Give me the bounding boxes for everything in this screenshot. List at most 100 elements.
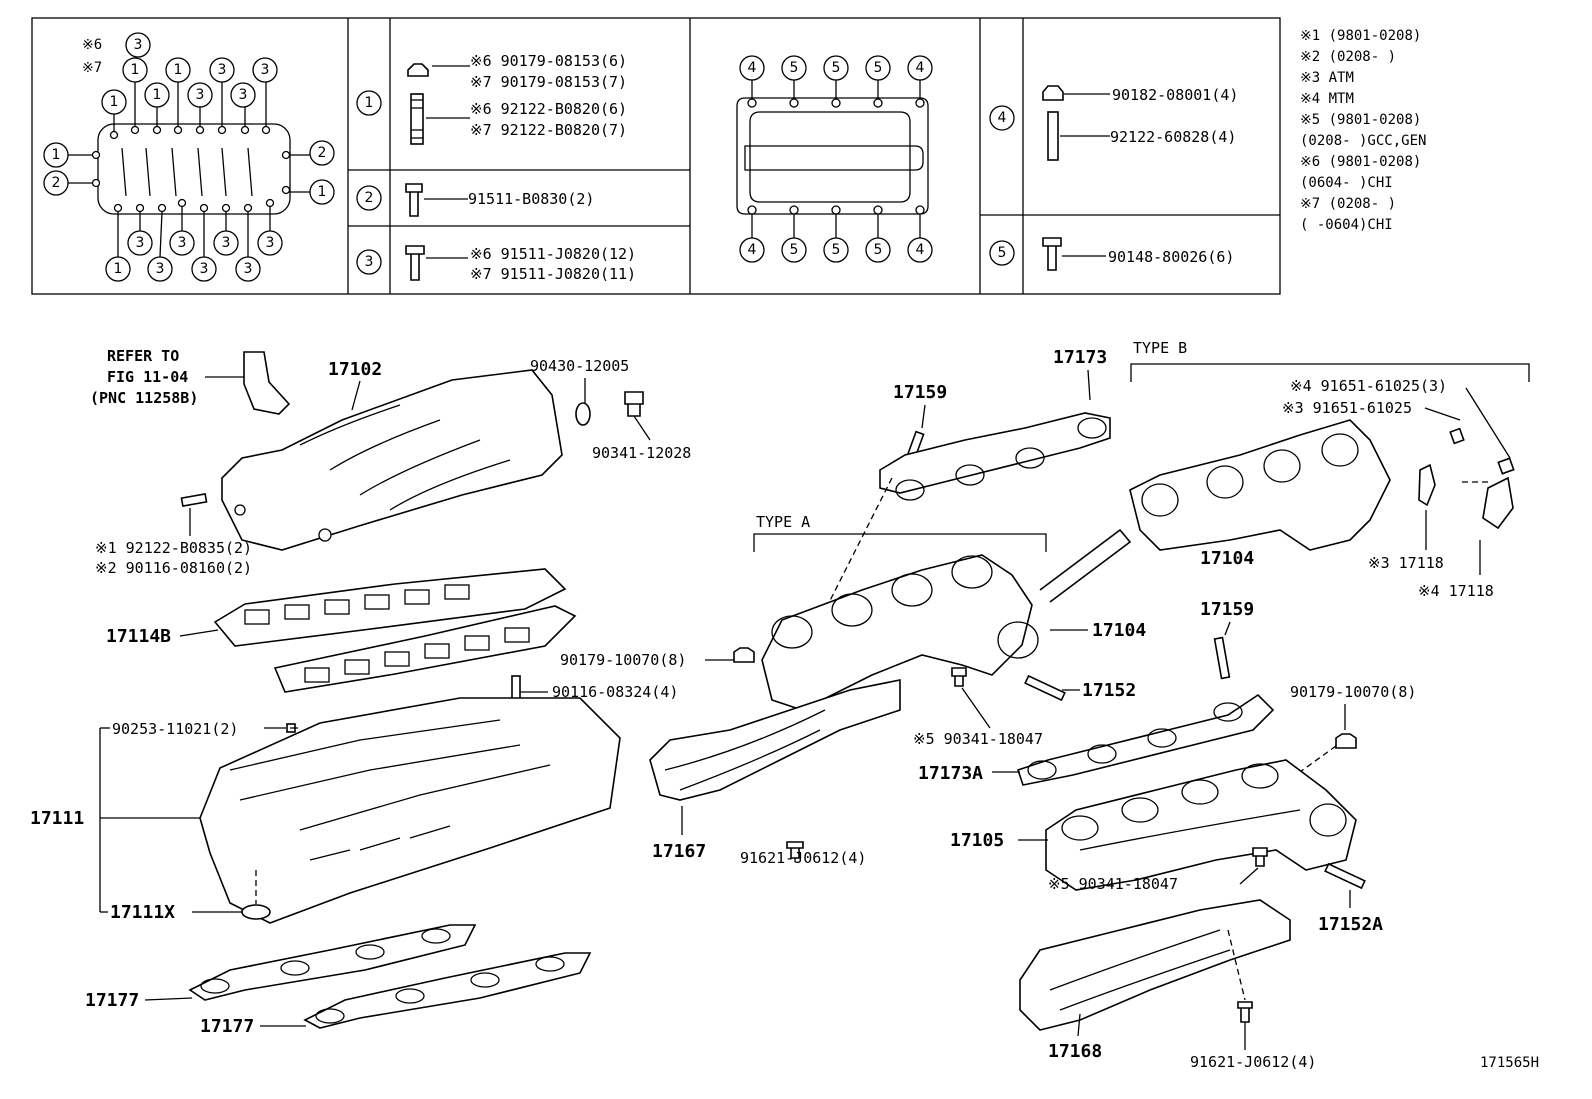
svg-text:(0208- )GCC,GEN: (0208- )GCC,GEN: [1300, 133, 1426, 149]
svg-text:90179-10070(8): 90179-10070(8): [1290, 683, 1416, 701]
svg-text:TYPE A: TYPE A: [756, 513, 810, 531]
bracket-part: [243, 351, 291, 415]
svg-text:5: 5: [790, 60, 799, 76]
gasket-17173: 17173: [879, 347, 1111, 501]
svg-text:※4 MTM: ※4 MTM: [1300, 91, 1354, 107]
plug-90341-b: ※5 90341-18047: [1048, 847, 1268, 893]
svg-text:17168: 17168: [1048, 1041, 1102, 1062]
svg-text:1: 1: [365, 95, 374, 111]
legend-cell-2: 2 91511-B0830(2): [356, 183, 594, 217]
svg-text:17167: 17167: [652, 841, 706, 862]
svg-text:4: 4: [748, 60, 757, 76]
svg-text:※4 17118: ※4 17118: [1418, 582, 1494, 600]
heat-insulator-17167: 17167: [649, 679, 901, 862]
svg-text:1: 1: [131, 62, 140, 78]
svg-text:※6 92122-B0820(6): ※6 92122-B0820(6): [470, 100, 627, 118]
bolts-91651: ※4 91651-61025(3) ※3 91651-61025: [1282, 377, 1515, 475]
svg-text:92122-60828(4): 92122-60828(4): [1110, 128, 1236, 146]
svg-text:3: 3: [261, 62, 270, 78]
svg-text:90253-11021(2): 90253-11021(2): [112, 720, 238, 738]
svg-text:※6 (9801-0208): ※6 (9801-0208): [1300, 154, 1421, 170]
notes-list: ※1 (9801-0208) ※2 (0208- ) ※3 ATM ※4 MTM…: [1300, 28, 1426, 233]
svg-text:( -0604)CHI: ( -0604)CHI: [1300, 217, 1393, 233]
intake-manifold-17111: 90253-11021(2) 17111 17111X: [30, 697, 621, 924]
svg-text:17105: 17105: [950, 830, 1004, 851]
svg-text:5: 5: [998, 245, 1007, 261]
svg-text:3: 3: [218, 62, 227, 78]
svg-text:3: 3: [134, 37, 143, 53]
svg-text:3: 3: [239, 87, 248, 103]
svg-text:91621-J0612(4): 91621-J0612(4): [740, 849, 866, 867]
svg-text:2: 2: [52, 175, 61, 191]
svg-text:5: 5: [832, 60, 841, 76]
svg-text:4: 4: [916, 242, 925, 258]
svg-text:3: 3: [244, 261, 253, 277]
bolt-layout-diagram: ※6 ※7 3 1 1 3 3 1 1 3 3 1 2 2 1 3 3 3 3 …: [43, 32, 335, 282]
svg-text:1: 1: [114, 261, 123, 277]
svg-text:3: 3: [136, 235, 145, 251]
svg-text:REFER TO: REFER TO: [107, 347, 179, 365]
svg-text:5: 5: [874, 60, 883, 76]
gasket-washer: [575, 402, 591, 426]
svg-text:90182-08001(4): 90182-08001(4): [1112, 86, 1238, 104]
refer-note: REFER TO FIG 11-04 (PNC 11258B): [90, 347, 291, 415]
svg-text:※3 91651-61025: ※3 91651-61025: [1282, 399, 1412, 417]
svg-text:17104: 17104: [1200, 548, 1254, 569]
svg-text:※6: ※6: [82, 37, 102, 53]
svg-text:3: 3: [200, 261, 209, 277]
gasket-17173A: 17173A: [918, 693, 1275, 786]
bolt-icon: [405, 245, 425, 281]
type-b-bracket: TYPE B: [1130, 339, 1530, 382]
svg-text:17159: 17159: [893, 382, 947, 403]
svg-text:3: 3: [178, 235, 187, 251]
exhaust-manifold-17105: 17105: [950, 759, 1357, 891]
svg-text:(PNC 11258B): (PNC 11258B): [90, 389, 198, 407]
direction-arrow: [1039, 528, 1132, 603]
stud-17152A: 17152A: [1318, 862, 1383, 935]
svg-text:※7 92122-B0820(7): ※7 92122-B0820(7): [470, 121, 627, 139]
svg-text:90116-08324(4): 90116-08324(4): [552, 683, 678, 701]
svg-text:90148-80026(6): 90148-80026(6): [1108, 248, 1234, 266]
svg-text:1: 1: [174, 62, 183, 78]
gasket-bolt-pattern: 4 5 5 5 4 4 5 5 5 4: [736, 55, 933, 263]
svg-text:※3 ATM: ※3 ATM: [1300, 70, 1354, 86]
figure-number: 171565H: [1480, 1055, 1539, 1071]
svg-text:1: 1: [318, 184, 327, 200]
svg-text:17111: 17111: [30, 808, 84, 829]
stud-92122: ※1 92122-B0835(2) ※2 90116-08160(2): [95, 493, 252, 577]
stud-17159-b: 17159: [1200, 599, 1254, 680]
bracket-17118: ※3 17118 ※4 17118: [1368, 463, 1514, 600]
plug-90341-a: ※5 90341-18047: [913, 667, 1043, 748]
svg-text:※3 17118: ※3 17118: [1368, 554, 1444, 572]
svg-text:※1 92122-B0835(2): ※1 92122-B0835(2): [95, 539, 252, 557]
svg-text:3: 3: [222, 235, 231, 251]
legend-cell-1: 1 ※6 90179-08153(6) ※7 90179-08153(7) ※6…: [356, 52, 627, 145]
legend-table: [31, 17, 1281, 295]
svg-text:17102: 17102: [328, 359, 382, 380]
svg-text:※5 90341-18047: ※5 90341-18047: [913, 730, 1043, 748]
svg-text:90179-10070(8): 90179-10070(8): [560, 651, 686, 669]
legend-cell-5: 5 90148-80026(6): [989, 237, 1234, 271]
bolt-91621-b: 91621-J0612(4): [1190, 929, 1316, 1071]
stud-icon: [410, 93, 424, 145]
svg-text:※7 91511-J0820(11): ※7 91511-J0820(11): [470, 265, 636, 283]
svg-text:※5 90341-18047: ※5 90341-18047: [1048, 875, 1178, 893]
svg-text:90341-12028: 90341-12028: [592, 444, 691, 462]
intake-plenum-17102: 17102: [221, 359, 563, 551]
legend-cell-4: 4 90182-08001(4) 92122-60828(4): [989, 85, 1238, 161]
svg-text:5: 5: [832, 242, 841, 258]
svg-text:※2 (0208- ): ※2 (0208- ): [1300, 49, 1396, 65]
svg-text:※7 90179-08153(7): ※7 90179-08153(7): [470, 73, 627, 91]
bolt-91621-a: 91621-J0612(4): [740, 841, 866, 867]
svg-text:5: 5: [790, 242, 799, 258]
bolt-icon: [405, 183, 423, 217]
stud-17152: 17152: [1024, 674, 1136, 702]
svg-text:FIG 11-04: FIG 11-04: [107, 368, 188, 386]
svg-text:※7 (0208- ): ※7 (0208- ): [1300, 196, 1396, 212]
svg-text:17152A: 17152A: [1318, 914, 1383, 935]
gasket-17114B: 17114B: [106, 568, 577, 693]
svg-text:5: 5: [874, 242, 883, 258]
svg-text:1: 1: [153, 87, 162, 103]
svg-text:90430-12005: 90430-12005: [530, 357, 629, 375]
